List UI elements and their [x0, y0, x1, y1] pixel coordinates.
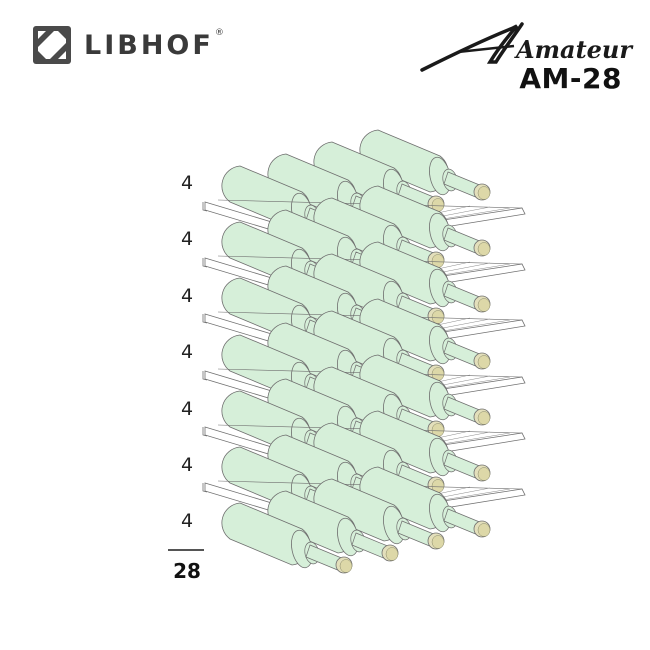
series-name: Amateur — [514, 35, 634, 64]
sum-divider — [168, 549, 204, 551]
shelf-count-1: 4 — [180, 172, 194, 194]
shelf-count-3: 4 — [180, 285, 194, 307]
shelf-count-4: 4 — [180, 341, 194, 363]
model-number: AM-28 — [519, 62, 622, 95]
shelf-count-5: 4 — [180, 398, 194, 420]
libhof-logo-icon — [33, 26, 71, 64]
shelf-count-6: 4 — [180, 454, 194, 476]
shelf-count-2: 4 — [180, 228, 194, 250]
total-bottle-count: 28 — [173, 559, 201, 583]
amateur-script-logo: Amateur — [420, 22, 634, 72]
brand-name: LIBHOF — [84, 29, 214, 61]
shelf-count-7: 4 — [180, 510, 194, 532]
brand-logo: LIBHOF ® — [32, 25, 224, 65]
registered-mark: ® — [214, 28, 224, 38]
